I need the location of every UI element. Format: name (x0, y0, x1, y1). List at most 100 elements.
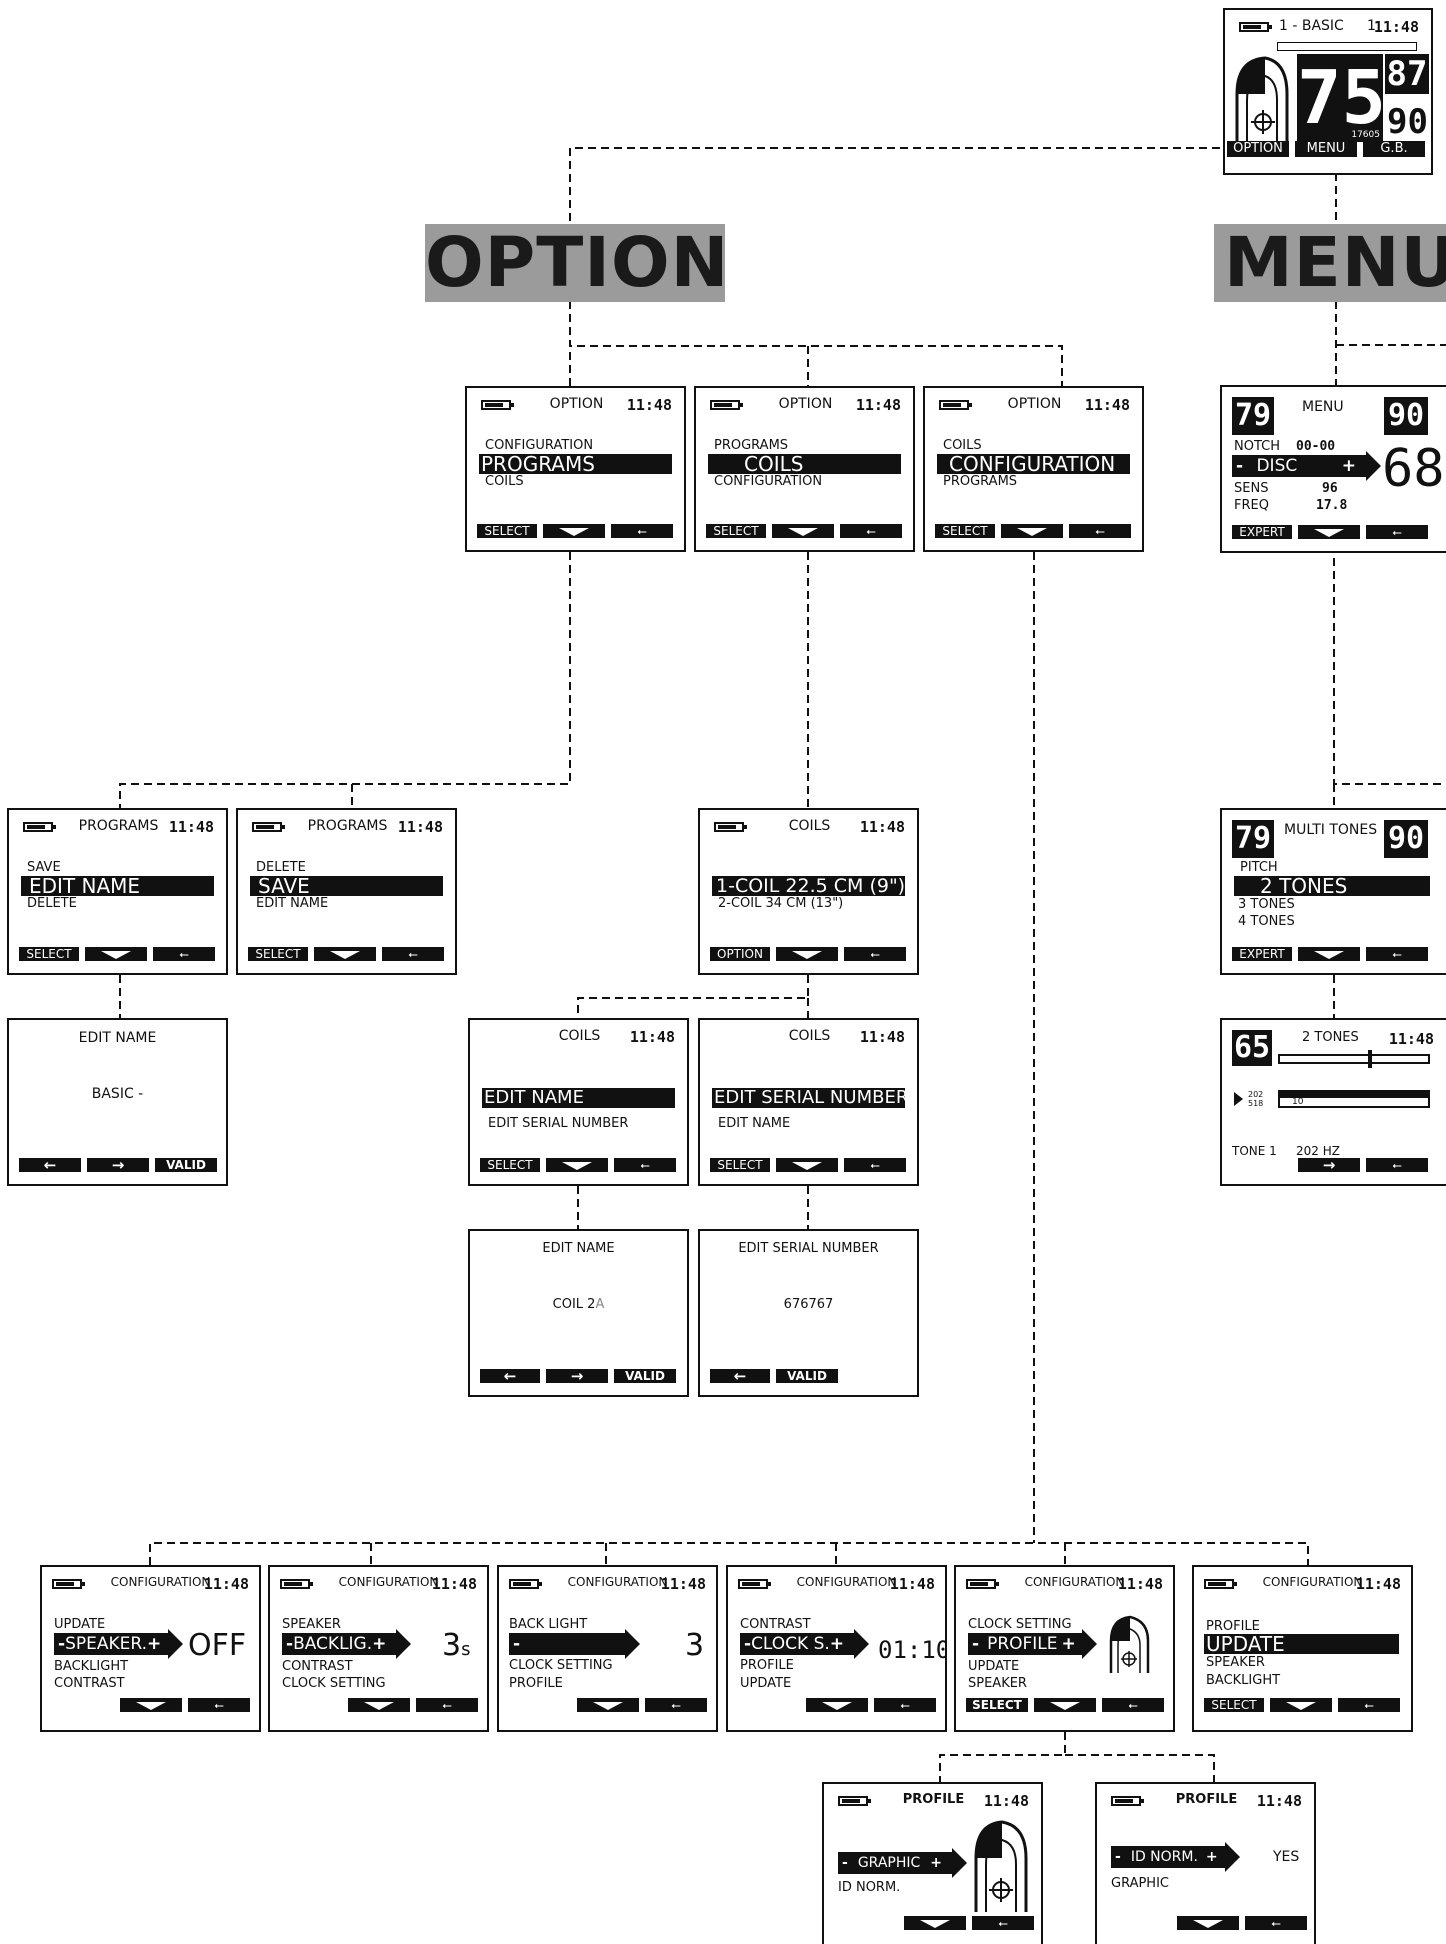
down-key[interactable] (314, 947, 376, 961)
select-key[interactable]: SELECT (248, 947, 308, 961)
back-key[interactable]: ⭠ (645, 1698, 707, 1712)
menu-item-selected[interactable]: SAVE (250, 876, 443, 896)
id-norm-selector[interactable]: -ID NORM.+ (1111, 1842, 1240, 1872)
profile-selector[interactable]: -PROFILE+ (968, 1629, 1097, 1659)
valid-key[interactable]: VALID (614, 1369, 676, 1383)
back-key[interactable]: ⭠ (611, 524, 673, 538)
back-key[interactable]: ⭠ (614, 1158, 676, 1172)
menu-item-below[interactable]: EDIT NAME (256, 896, 329, 911)
back-key[interactable]: ⭠ (972, 1916, 1034, 1930)
down-key[interactable] (776, 1158, 838, 1172)
menu-item-selected[interactable]: EDIT NAME (482, 1088, 675, 1108)
down-key[interactable] (543, 524, 605, 538)
back-key[interactable]: ⭠ (416, 1698, 478, 1712)
down-key[interactable] (1034, 1698, 1096, 1712)
back-key[interactable]: ⭠ (188, 1698, 250, 1712)
menu-item-below[interactable]: PROGRAMS (943, 474, 1018, 489)
down-key[interactable] (806, 1698, 868, 1712)
down-key[interactable] (85, 947, 147, 961)
menu-item-above[interactable]: CLOCK SETTING (968, 1617, 1072, 1632)
select-key[interactable]: SELECT (19, 947, 79, 961)
menu-item-below[interactable]: PROFILE (740, 1658, 794, 1673)
select-key[interactable]: SELECT (477, 524, 537, 538)
menu-item-above[interactable]: DELETE (256, 860, 306, 875)
backlight-selector[interactable]: -BACKLIG.+ (282, 1629, 411, 1659)
menu-item-below[interactable]: UPDATE (968, 1659, 1020, 1674)
menu-item-above[interactable]: SPEAKER (282, 1617, 341, 1632)
name-value[interactable]: BASIC - (91, 1086, 144, 1102)
menu-item-selected[interactable]: PROGRAMS (479, 454, 672, 474)
coil-name-value[interactable]: COIL 2A (470, 1297, 687, 1312)
menu-item-selected[interactable]: EDIT NAME (21, 876, 214, 896)
menu-item-above[interactable]: CONTRAST (740, 1617, 811, 1632)
menu-item-above[interactable]: PROFILE (1206, 1619, 1260, 1634)
expert-key[interactable]: EXPERT (1232, 947, 1292, 961)
back-key[interactable]: ⭠ (1102, 1698, 1164, 1712)
back-key[interactable]: ⭠ (1366, 1158, 1428, 1172)
speaker-selector[interactable]: -SPEAKER.+ (54, 1629, 183, 1659)
left-arrow-key[interactable]: ← (710, 1369, 770, 1384)
menu-item-below[interactable]: EDIT NAME (718, 1116, 791, 1131)
down-key[interactable] (904, 1916, 966, 1930)
tones-item[interactable]: 4 TONES (1238, 914, 1295, 929)
down-key[interactable] (772, 524, 834, 538)
back-key[interactable]: ⭠ (1366, 947, 1428, 961)
back-key[interactable]: ⭠ (1069, 524, 1131, 538)
down-key[interactable] (1001, 524, 1063, 538)
menu-item-below[interactable]: SPEAKER (1206, 1655, 1265, 1670)
menu-item-below[interactable]: UPDATE (740, 1676, 792, 1691)
menu-item-above[interactable]: CONFIGURATION (485, 438, 594, 453)
menu-item-selected[interactable]: EDIT SERIAL NUMBER (712, 1088, 905, 1108)
menu-item-below[interactable]: CLOCK SETTING (509, 1658, 613, 1673)
menu-item-selected[interactable]: COILS (708, 454, 901, 474)
menu-item-below[interactable]: PROFILE (509, 1676, 563, 1691)
right-arrow-key[interactable]: → (546, 1369, 608, 1384)
select-key[interactable]: SELECT (480, 1158, 540, 1172)
back-key[interactable]: ⭠ (1245, 1916, 1307, 1930)
menu-item-below[interactable]: SPEAKER (968, 1676, 1027, 1691)
menu-item-above[interactable]: UPDATE (54, 1617, 106, 1632)
down-key[interactable] (1298, 525, 1360, 539)
down-key[interactable] (776, 947, 838, 961)
valid-key[interactable]: VALID (776, 1369, 838, 1383)
back-key[interactable]: ⭠ (153, 947, 215, 961)
coil-item-selected[interactable]: 1-COIL 22.5 CM (9") (712, 876, 905, 896)
back-key[interactable]: ⭠ (844, 1158, 906, 1172)
graphic-selector[interactable]: -GRAPHIC+ (838, 1848, 967, 1878)
menu-item-below[interactable]: CLOCK SETTING (282, 1676, 386, 1691)
back-key[interactable]: ⭠ (1338, 1698, 1400, 1712)
option-key[interactable]: OPTION (1227, 141, 1289, 157)
back-key[interactable]: ⭠ (382, 947, 444, 961)
coil-item-below[interactable]: 2-COIL 34 CM (13") (718, 896, 844, 911)
tones-item-selected[interactable]: 2 TONES (1234, 876, 1430, 896)
left-arrow-key[interactable]: ← (480, 1369, 540, 1384)
menu-item-below[interactable]: BACKLIGHT (54, 1659, 129, 1674)
back-key[interactable]: ⭠ (1366, 525, 1428, 539)
select-key[interactable]: SELECT (710, 1158, 770, 1172)
slider-handle[interactable] (1368, 1050, 1372, 1068)
menu-item-above[interactable]: SAVE (27, 860, 61, 875)
down-key[interactable] (348, 1698, 410, 1712)
menu-item-above[interactable]: COILS (943, 438, 982, 453)
menu-item-below[interactable]: CONFIGURATION (714, 474, 823, 489)
left-arrow-key[interactable]: ← (19, 1158, 81, 1173)
menu-item-selected[interactable]: UPDATE (1204, 1634, 1399, 1654)
tones-item[interactable]: 3 TONES (1238, 897, 1295, 912)
select-key[interactable]: SELECT (706, 524, 766, 538)
select-key[interactable]: SELECT (1204, 1698, 1264, 1712)
down-key[interactable] (120, 1698, 182, 1712)
serial-value[interactable]: 676767 (783, 1297, 834, 1312)
menu-item-below[interactable]: CONTRAST (54, 1676, 125, 1691)
contrast-selector[interactable]: -CONTRAST.+ (509, 1629, 640, 1676)
menu-item-selected[interactable]: CONFIGURATION (937, 454, 1130, 474)
back-key[interactable]: ⭠ (840, 524, 902, 538)
select-key[interactable]: SELECT (966, 1698, 1028, 1712)
menu-item-below[interactable]: COILS (485, 474, 524, 489)
tone-range-bar[interactable]: 10 (1278, 1090, 1430, 1108)
clock-selector[interactable]: -CLOCK S.+ (740, 1629, 869, 1659)
expert-key[interactable]: EXPERT (1232, 525, 1292, 539)
back-key[interactable]: ⭠ (844, 947, 906, 961)
down-key[interactable] (1270, 1698, 1332, 1712)
back-key[interactable]: ⭠ (874, 1698, 936, 1712)
disc-selector[interactable]: - DISC + (1232, 451, 1381, 481)
